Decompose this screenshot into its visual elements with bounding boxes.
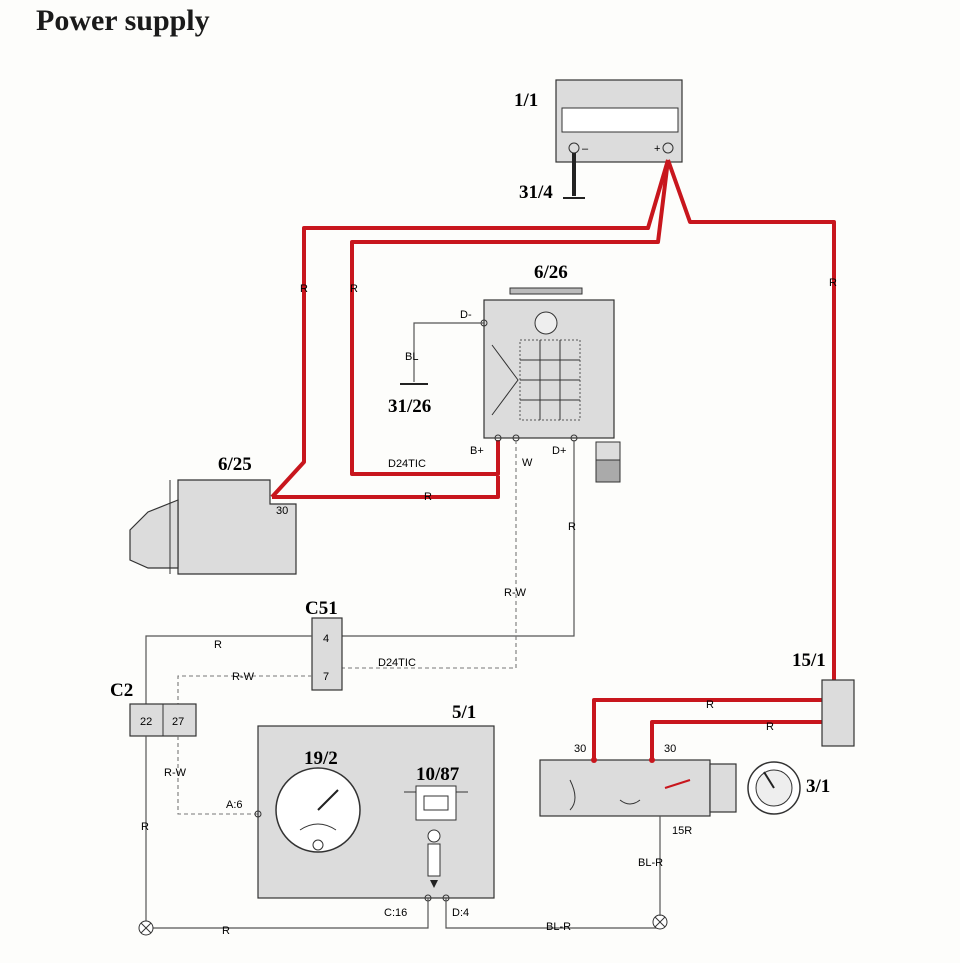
- fuse-box-label: 15/1: [792, 650, 826, 671]
- starter-label: 6/25: [218, 454, 252, 475]
- terminal-c16: C:16: [384, 907, 407, 919]
- alternator-ground-label: 31/26: [388, 396, 431, 417]
- battery-ground-label: 31/4: [519, 182, 553, 203]
- wire-label-r-fuse-top: R: [706, 699, 714, 711]
- terminal-d4: D:4: [452, 907, 469, 919]
- wire-label-r-dplus: R: [568, 521, 576, 533]
- charge-lamp-label: 10/87: [416, 764, 460, 785]
- svg-text:+: +: [654, 143, 660, 155]
- wire-label-r-c2: R: [141, 821, 149, 833]
- terminal-b-plus: B+: [470, 445, 484, 457]
- ignition-switch-label: 3/1: [806, 776, 830, 797]
- terminal-ign-30-right: 30: [664, 743, 676, 755]
- alternator: [480, 287, 621, 483]
- terminal-d-minus: D-: [460, 309, 472, 321]
- instrument-cluster: [254, 725, 495, 902]
- wire-label-r-left: R: [300, 283, 308, 295]
- wire-label-r-c51: R: [214, 639, 222, 651]
- c2-pin-27: 27: [172, 716, 184, 728]
- terminal-a6: A:6: [226, 799, 243, 811]
- wire-label-rw-c2: R-W: [164, 767, 187, 779]
- terminal-ign-15r: 15R: [672, 825, 692, 837]
- connector-c2-label: C2: [110, 680, 133, 701]
- page-title: Power supply: [36, 4, 210, 37]
- starter: [129, 479, 297, 575]
- c2-pin-22: 22: [140, 716, 152, 728]
- alternator-label: 6/26: [534, 262, 568, 283]
- wire-label-r-fuse-bottom: R: [766, 721, 774, 733]
- c51-pin-4: 4: [323, 633, 329, 645]
- wire-label-rw-alt: R-W: [504, 587, 527, 599]
- terminal-starter-30: 30: [276, 505, 288, 517]
- connector-c2: [129, 703, 197, 737]
- battery-label: 1/1: [514, 90, 538, 111]
- ignition-switch: [539, 757, 801, 817]
- wire-label-blr-bottom: BL-R: [546, 921, 571, 933]
- wire-label-rw-c51: R-W: [232, 671, 255, 683]
- wire-label-r-mid: R: [350, 283, 358, 295]
- wire-label-bl: BL: [405, 351, 418, 363]
- battery: – +: [555, 79, 683, 199]
- gauge-label: 19/2: [304, 748, 338, 769]
- wire-label-r-right: R: [829, 277, 837, 289]
- battery-positive-wires: [270, 159, 836, 760]
- ground-point-right: [652, 914, 668, 930]
- connector-c51-label: C51: [305, 598, 338, 619]
- wire-label-r-starter: R: [424, 491, 432, 503]
- wire-label-d24tic-top: D24TIC: [388, 458, 426, 470]
- instrument-cluster-label: 5/1: [452, 702, 476, 723]
- terminal-w: W: [522, 457, 533, 469]
- wire-label-r-bottom: R: [222, 925, 230, 937]
- wire-label-blr-vertical: BL-R: [638, 857, 663, 869]
- terminal-d-plus: D+: [552, 445, 566, 457]
- fuse-box: [821, 679, 855, 747]
- terminal-ign-30-left: 30: [574, 743, 586, 755]
- wire-label-d24tic-bottom: D24TIC: [378, 657, 416, 669]
- ground-point-left: [138, 920, 154, 936]
- c51-pin-7: 7: [323, 671, 329, 683]
- svg-text:–: –: [582, 143, 589, 155]
- connector-c51: [311, 617, 343, 691]
